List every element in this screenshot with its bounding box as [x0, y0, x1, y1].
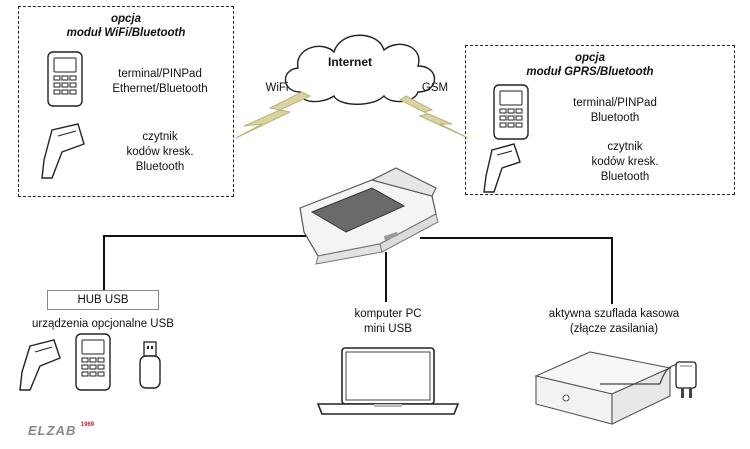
hub-usb-label: HUB USB: [77, 294, 129, 306]
wifi-terminal-line2: Ethernet/Bluetooth: [112, 83, 208, 95]
gsm-link-bolt-icon: [399, 95, 469, 139]
gprs-terminal-label: terminal/PINPad Bluetooth: [560, 96, 670, 126]
cash-register-device-icon: [299, 167, 439, 265]
usb-flash-drive-icon: [139, 341, 161, 389]
gprs-option-title-line2: moduł GPRS/Bluetooth: [526, 66, 654, 78]
cash-drawer-icon: [534, 351, 672, 425]
pc-label: komputer PC mini USB: [338, 307, 438, 337]
elzab-logo-year: 1969: [80, 422, 95, 428]
wifi-scanner-label: czytnik kodów kresk. Bluetooth: [110, 130, 210, 175]
gprs-option-title-line1: opcja: [574, 52, 606, 64]
gprs-scanner-line1: czytnik: [607, 141, 643, 153]
wifi-option-title: opcja moduł WiFi/Bluetooth: [18, 12, 234, 40]
wifi-option-title-line2: moduł WiFi/Bluetooth: [66, 27, 186, 39]
gprs-option-box: [465, 45, 735, 195]
internet-cloud-icon: [284, 34, 435, 105]
gprs-scanner-line3: Bluetooth: [600, 171, 650, 183]
gprs-barcode-scanner-icon: [483, 143, 521, 193]
wifi-terminal-line1: terminal/PINPad: [118, 68, 202, 80]
hub-usb-box: HUB USB: [47, 290, 159, 310]
wifi-terminal-label: terminal/PINPad Ethernet/Bluetooth: [100, 67, 220, 97]
wifi-scanner-line1: czytnik: [142, 131, 178, 143]
laptop-icon: [316, 347, 460, 415]
usb-terminal-icon: [75, 333, 111, 391]
gprs-terminal-line2: Bluetooth: [590, 112, 640, 124]
connection-lines: [103, 235, 613, 304]
wifi-link-bolt-icon: [235, 91, 312, 139]
wifi-scanner-line2: kodów kresk.: [126, 146, 194, 158]
hub-connection-line: [103, 235, 306, 290]
elzab-logo: ELZAB 1969: [28, 422, 94, 438]
usb-barcode-scanner-icon: [19, 339, 61, 391]
wifi-link-label: WiFi: [265, 82, 289, 94]
wifi-terminal-icon: [47, 51, 83, 107]
gprs-scanner-label: czytnik kodów kresk. Bluetooth: [575, 140, 675, 185]
wifi-scanner-line3: Bluetooth: [135, 161, 185, 173]
gprs-scanner-line2: kodów kresk.: [591, 156, 659, 168]
pc-label-line2: mini USB: [364, 323, 412, 335]
gprs-option-title: opcja moduł GPRS/Bluetooth: [515, 51, 665, 79]
drawer-label: aktywna szuflada kasowa (złącze zasilani…: [534, 307, 694, 337]
drawer-connection-line: [420, 237, 613, 304]
drawer-label-line1: aktywna szuflada kasowa: [548, 308, 680, 320]
pc-label-line1: komputer PC: [354, 308, 422, 320]
gsm-link-label: GSM: [421, 82, 449, 94]
drawer-label-line2: (złącze zasilania): [569, 323, 659, 335]
gprs-terminal-line1: terminal/PINPad: [573, 97, 657, 109]
elzab-logo-text: ELZAB: [28, 423, 77, 438]
wifi-option-box: [18, 6, 234, 197]
power-adapter-icon: [659, 361, 697, 398]
hub-caption: urządzenia opcjonalne USB: [32, 318, 174, 330]
gprs-terminal-icon: [493, 84, 529, 140]
internet-label: Internet: [327, 55, 372, 69]
wifi-option-title-line1: opcja: [110, 13, 142, 25]
wifi-barcode-scanner-icon: [41, 123, 85, 179]
